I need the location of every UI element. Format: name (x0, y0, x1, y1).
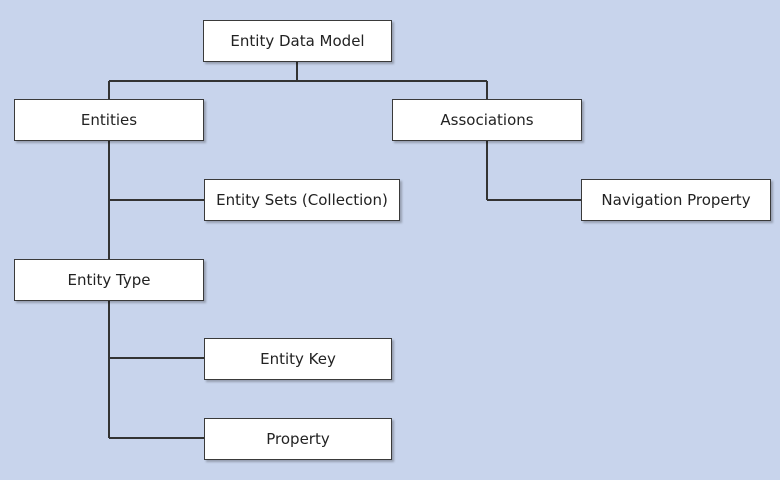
node-entity-data-model: Entity Data Model (203, 20, 392, 62)
node-navigation-property: Navigation Property (581, 179, 771, 221)
node-label: Associations (440, 111, 534, 129)
node-entity-key: Entity Key (204, 338, 392, 380)
node-label: Entity Data Model (230, 32, 365, 50)
node-label: Property (266, 430, 330, 448)
node-entities: Entities (14, 99, 204, 141)
node-label: Entity Type (67, 271, 151, 289)
node-property: Property (204, 418, 392, 460)
node-label: Entity Sets (Collection) (216, 191, 388, 209)
node-label: Navigation Property (601, 191, 751, 209)
node-label: Entity Key (260, 350, 336, 368)
node-associations: Associations (392, 99, 582, 141)
node-entity-sets: Entity Sets (Collection) (204, 179, 400, 221)
node-entity-type: Entity Type (14, 259, 204, 301)
node-label: Entities (80, 111, 138, 129)
